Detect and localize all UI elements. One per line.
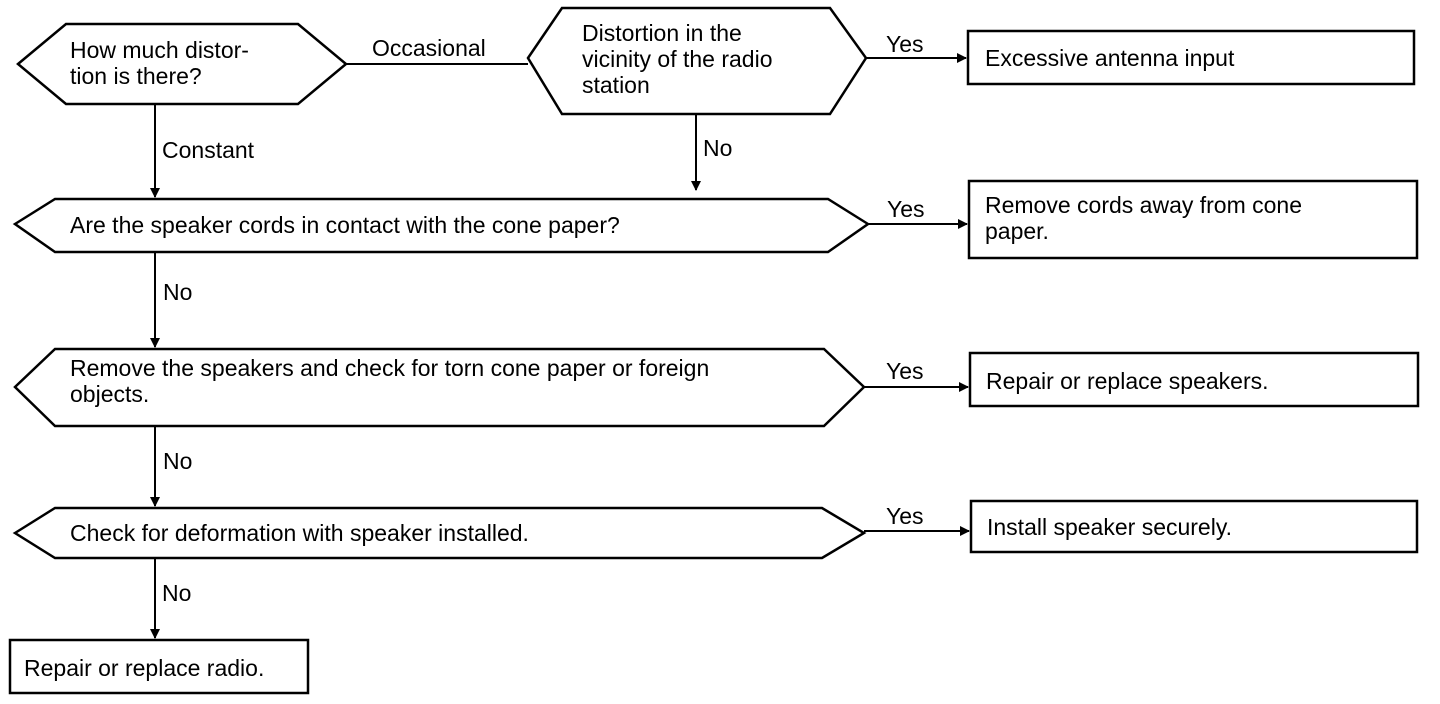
edge-label-d4-no: No [163, 448, 193, 474]
edge-label-d3-no: No [163, 279, 193, 305]
decision-radio-station-text: Distortion in the vicinity of the radio … [582, 20, 773, 98]
outcome-replace-speakers-text: Repair or replace speakers. [986, 368, 1269, 394]
outcome-install-speaker-text: Install speaker securely. [987, 514, 1233, 540]
outcome-antenna-input-text: Excessive antenna input [985, 45, 1235, 71]
outcome-antenna-input-box [966, 29, 1416, 86]
edge-label-d5-yes: Yes [886, 503, 924, 529]
outcome-replace-radio-box [8, 638, 310, 695]
edge-label-constant: Constant [162, 137, 255, 163]
edge-label-d5-no: No [162, 580, 192, 606]
decision-distortion-amount-text: How much distor- tion is there? [70, 37, 249, 89]
edge-label-d2-yes: Yes [886, 31, 924, 57]
edge-label-d3-yes: Yes [887, 196, 925, 222]
decision-torn-cone-text: Remove the speakers and check for torn c… [70, 355, 710, 407]
outcome-remove-cords-text: Remove cords away from cone paper. [985, 192, 1303, 244]
outcome-replace-speakers-box [968, 351, 1420, 408]
edge-label-d2-no: No [703, 135, 733, 161]
edge-label-occasional: Occasional [372, 35, 486, 61]
outcome-install-speaker-box [969, 499, 1419, 554]
decision-deformation-text: Check for deformation with speaker insta… [70, 520, 529, 546]
outcome-remove-cords-box [967, 179, 1419, 260]
decision-speaker-cords-text: Are the speaker cords in contact with th… [70, 212, 620, 238]
outcome-replace-radio-text: Repair or replace radio. [24, 655, 265, 681]
decision-deformation-shape [12, 506, 867, 560]
edge-label-d4-yes: Yes [886, 358, 924, 384]
